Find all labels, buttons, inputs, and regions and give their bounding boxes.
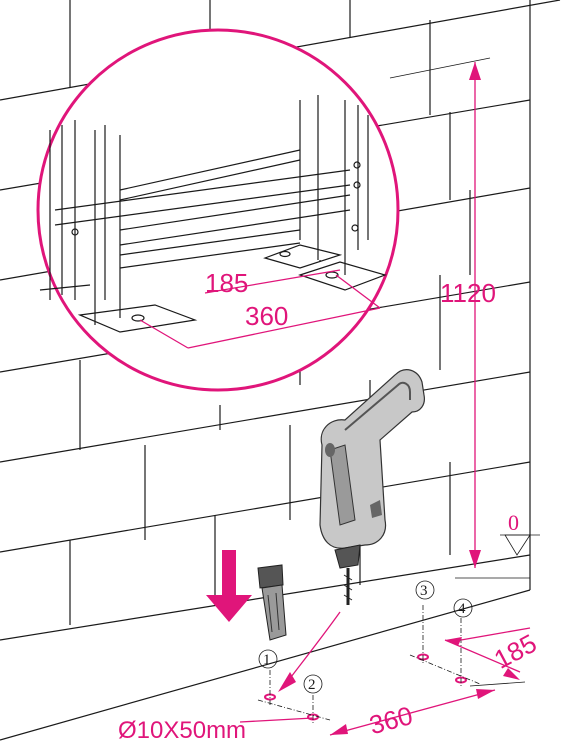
wall-plug-icon [257, 564, 287, 641]
hole-marker-1: 1 [263, 652, 271, 668]
height-dimension: 1120 0 [389, 57, 540, 568]
floor-level-label: 0 [508, 510, 519, 535]
hole-marker-3: 3 [420, 583, 428, 599]
hole-marker-4: 4 [458, 601, 466, 617]
floor-holes: 1 2 3 4 [257, 580, 481, 725]
anchor-size-label: Ø10X50mm [118, 717, 246, 744]
detail-dim-185: 185 [205, 268, 248, 298]
detail-magnifier: 185 360 [36, 28, 400, 392]
down-arrow-icon [206, 550, 252, 622]
drill-icon [319, 369, 425, 605]
height-1120-label: 1120 [440, 278, 496, 308]
drill-arrow [278, 672, 296, 692]
floor-dim-360: 360 [366, 700, 416, 740]
detail-dim-360: 360 [245, 301, 288, 331]
hole-marker-2: 2 [308, 677, 316, 693]
floor-dimensions: 360 185 Ø10X50mm [118, 627, 541, 744]
floor-dim-185: 185 [489, 628, 541, 675]
